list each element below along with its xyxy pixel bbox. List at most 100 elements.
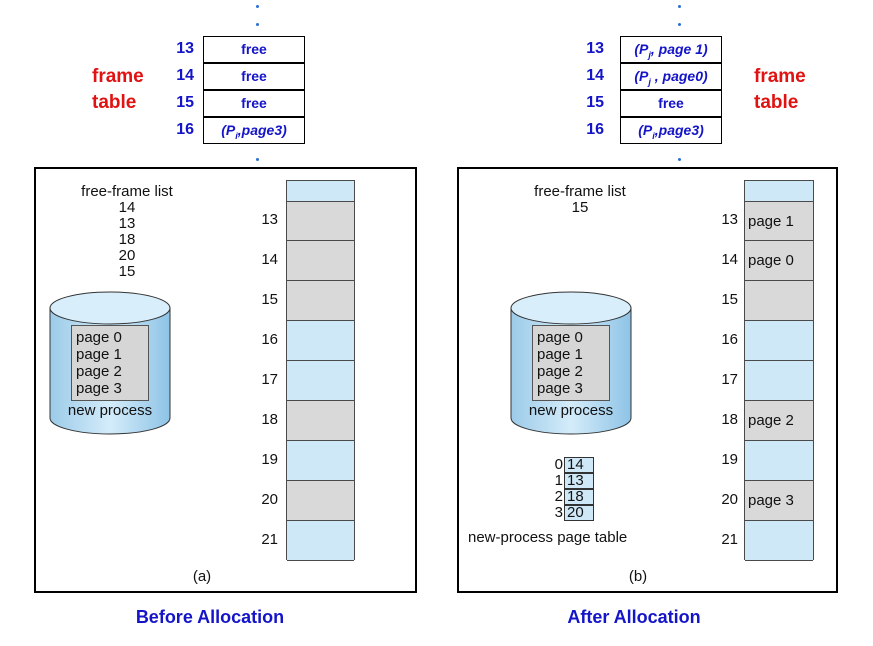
frame-number: 14 (176, 67, 194, 84)
memory-frame: page 1 (745, 201, 813, 241)
free-frame-list-title: free-frame list (81, 183, 173, 200)
frame-number: 15 (586, 94, 604, 111)
memory-frame: page 3 (745, 481, 813, 521)
memory-frame (287, 201, 354, 241)
free-frame-entry: 13 (118, 215, 136, 232)
page-table-label: new-process page table (468, 529, 628, 546)
free-frame-list: free-frame list 15 (505, 184, 655, 216)
frame-number: 13 (586, 40, 604, 57)
frame-table-cell: (Pi,page3) (203, 117, 305, 144)
frame-number: 15 (261, 291, 278, 308)
frame-number: 16 (586, 121, 604, 138)
frame-table-cell: free (203, 63, 305, 90)
memory-frame (745, 441, 813, 481)
frame-number: 17 (261, 371, 278, 388)
frame-table-label: frame table (754, 66, 806, 113)
frame-number: 16 (261, 331, 278, 348)
memory-frame (745, 361, 813, 401)
page-table-entry: 14 (564, 457, 594, 473)
free-frame-entry: 14 (118, 199, 136, 216)
frame-number: 16 (721, 331, 738, 348)
frame-number: 13 (721, 211, 738, 228)
frame-table-label: frame table (92, 66, 144, 113)
frame-number: 14 (261, 251, 278, 268)
free-frame-entry: 15 (118, 263, 136, 280)
page-table-index: 0 (554, 456, 563, 473)
free-frame-list-items: 15 (505, 200, 655, 216)
page-table-entry: 13 (564, 473, 594, 489)
disk-page: page 2 (76, 363, 122, 380)
before-heading: Before Allocation (135, 607, 285, 627)
frame-number: 21 (261, 531, 278, 548)
memory-frame (745, 521, 813, 561)
page-table-entry: 18 (564, 489, 594, 505)
new-process-label: new process (67, 402, 153, 419)
frame-number: 13 (176, 40, 194, 57)
panel-caption: (b) (628, 568, 648, 585)
ellipsis-dot (678, 5, 681, 8)
free-frame-entry: 15 (571, 199, 589, 216)
frame-number: 18 (261, 411, 278, 428)
frame-number: 14 (721, 251, 738, 268)
page-table-index: 3 (554, 504, 563, 521)
free-frame-list-title: free-frame list (534, 183, 626, 200)
memory-frame (287, 321, 354, 361)
ellipsis-dot (256, 23, 259, 26)
disk-page: page 0 (76, 329, 122, 346)
page-table-index: 1 (554, 472, 563, 489)
disk-page: page 2 (537, 363, 583, 380)
frame-number: 21 (721, 531, 738, 548)
ellipsis-dot (678, 23, 681, 26)
frame-number: 13 (261, 211, 278, 228)
frame-table-cell: free (620, 90, 722, 117)
ellipsis-dot (678, 158, 681, 161)
frame-number: 18 (721, 411, 738, 428)
disk-page: page 3 (76, 380, 122, 397)
frame-number: 20 (261, 491, 278, 508)
frame-table-cell: (Pi,page3) (620, 117, 722, 144)
panel-caption: (a) (192, 568, 212, 585)
frame-number: 16 (176, 121, 194, 138)
ellipsis-dot (256, 158, 259, 161)
frame-number: 20 (721, 491, 738, 508)
frame-number: 14 (586, 67, 604, 84)
memory-frame (745, 321, 813, 361)
frame-table-cell: (Pj, page 1) (620, 36, 722, 63)
free-frame-entry: 20 (118, 247, 136, 264)
memory-frame (287, 241, 354, 281)
frame-table-cell: (Pj , page0) (620, 63, 722, 90)
disk-page: page 3 (537, 380, 583, 397)
after-heading: After Allocation (567, 607, 701, 627)
page-table-index: 2 (554, 488, 563, 505)
memory-frame (287, 361, 354, 401)
memory-frame (287, 481, 354, 521)
frame-table-cell: free (203, 36, 305, 63)
memory-frame (287, 281, 354, 321)
memory-frame (287, 401, 354, 441)
memory-frame (745, 281, 813, 321)
disk-page: page 1 (76, 346, 122, 363)
memory-frame: page 2 (745, 401, 813, 441)
free-frame-entry: 18 (118, 231, 136, 248)
frame-number: 19 (721, 451, 738, 468)
memory-frame: page 0 (745, 241, 813, 281)
process-pages: page 0 page 1 page 2 page 3 (532, 325, 610, 401)
frame-number: 15 (721, 291, 738, 308)
ellipsis-dot (256, 5, 259, 8)
disk-page: page 0 (537, 329, 583, 346)
frame-table-cell: free (203, 90, 305, 117)
memory-frame (287, 521, 354, 561)
frame-number: 19 (261, 451, 278, 468)
frame-number: 15 (176, 94, 194, 111)
physical-memory-column (286, 180, 355, 561)
frame-number: 17 (721, 371, 738, 388)
memory-frame (287, 441, 354, 481)
disk-page: page 1 (537, 346, 583, 363)
process-pages: page 0 page 1 page 2 page 3 (71, 325, 149, 401)
page-table-entry: 20 (564, 505, 594, 521)
new-process-label: new process (528, 402, 614, 419)
